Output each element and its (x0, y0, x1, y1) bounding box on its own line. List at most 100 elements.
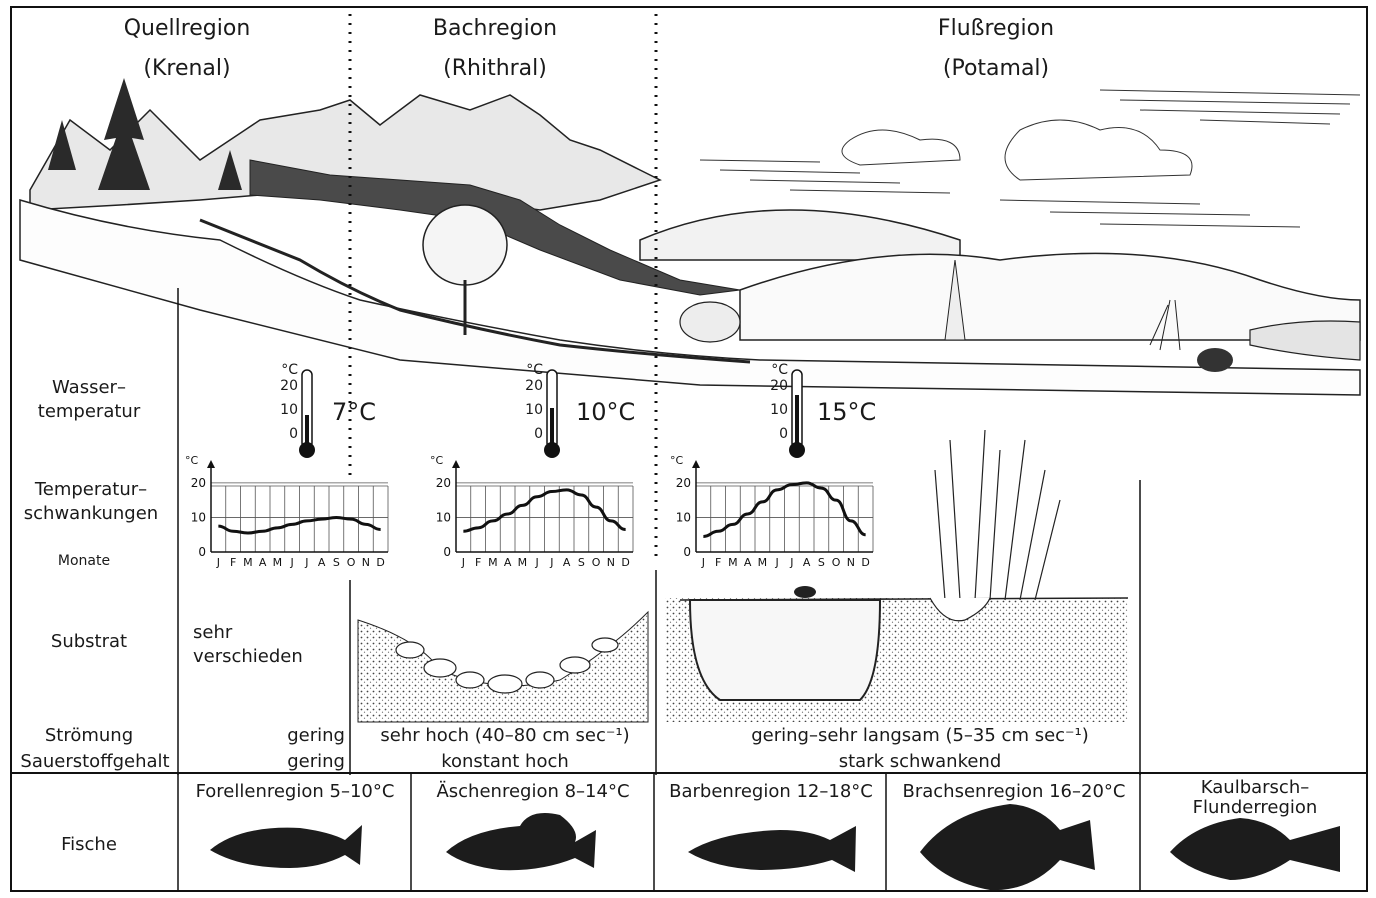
thermo-tick: 10 (523, 402, 543, 418)
thermo-unit: °C (278, 362, 298, 378)
duck-silhouette (794, 586, 816, 598)
x-tick-label: J (304, 556, 308, 569)
x-tick-label: F (230, 556, 236, 569)
current-krenal: gering (185, 723, 345, 748)
row-label-current: Strömung (14, 724, 164, 748)
reeds (935, 430, 1060, 600)
thermo-scale-1: °C 20 10 0 (278, 362, 298, 442)
thermo-tick: 20 (278, 378, 298, 394)
thermo-tick: 20 (768, 378, 788, 394)
y-tick-label: 10 (676, 510, 691, 524)
x-tick-label: O (592, 556, 601, 569)
y-tick-label: 20 (191, 476, 206, 490)
y-axis-unit: °C (670, 454, 684, 467)
thermometer-rhithral (544, 370, 560, 458)
thermometer-krenal (299, 370, 315, 458)
y-tick-label: 20 (436, 476, 451, 490)
water-temp-rhithral: 10°C (576, 398, 635, 426)
y-axis-arrow (207, 460, 215, 468)
x-tick-label: J (216, 556, 220, 569)
thermo-tick: 0 (278, 426, 298, 442)
x-tick-label: M (758, 556, 768, 569)
x-tick-label: A (563, 556, 571, 569)
x-tick-label: D (861, 556, 869, 569)
oxygen-krenal: gering (185, 749, 345, 774)
x-tick-label: D (621, 556, 629, 569)
x-tick-label: J (461, 556, 465, 569)
fish-region-forelle: Forellenregion 5–10°C (180, 782, 410, 802)
x-tick-label: M (273, 556, 283, 569)
row-label-temperature-fluctuation: Temperatur– schwankungen (12, 478, 170, 526)
substrate-text-krenal: sehr verschieden (193, 621, 303, 669)
fish-region-aesche: Äschenregion 8–14°C (413, 782, 653, 802)
x-tick-label: N (607, 556, 615, 569)
row-label-fish: Fische (14, 833, 164, 857)
x-tick-label: D (376, 556, 384, 569)
bush (680, 302, 740, 342)
thermo-unit: °C (523, 362, 543, 378)
y-axis-unit: °C (430, 454, 444, 467)
river-channel (690, 600, 880, 700)
fish-region-barbe: Barbenregion 12–18°C (656, 782, 886, 802)
y-axis-arrow (692, 460, 700, 468)
y-axis-arrow (452, 460, 460, 468)
hill-far (640, 210, 960, 260)
y-tick-label: 20 (676, 476, 691, 490)
bush-dark (1197, 348, 1233, 372)
x-tick-label: A (318, 556, 326, 569)
x-tick-label: N (362, 556, 370, 569)
y-tick-label: 0 (443, 545, 451, 559)
row-label-line: schwankungen (12, 502, 170, 526)
deciduous-tree (423, 205, 507, 285)
x-tick-label: J (549, 556, 553, 569)
y-tick-label: 10 (436, 510, 451, 524)
x-tick-label: N (847, 556, 855, 569)
current-rhithral: sehr hoch (40–80 cm sec⁻¹) (352, 723, 658, 748)
thermo-scale-3: °C 20 10 0 (768, 362, 788, 442)
cloud-hatching (700, 90, 1360, 227)
row-label-months: Monate (14, 553, 154, 569)
oxygen-rhithral: konstant hoch (352, 749, 658, 774)
thermo-tick: 10 (768, 402, 788, 418)
water-temp-potamal: 15°C (817, 398, 876, 426)
oxygen-potamal: stark schwankend (660, 749, 1180, 774)
thermo-tick: 0 (523, 426, 543, 442)
x-tick-label: O (347, 556, 356, 569)
row-label-line: Temperatur– (12, 478, 170, 502)
x-tick-label: A (744, 556, 752, 569)
stream-bed-substrate (358, 612, 648, 722)
x-tick-label: J (789, 556, 793, 569)
fish-region-brachsen: Brachsenregion 16–20°C (888, 782, 1140, 802)
x-tick-label: A (259, 556, 267, 569)
x-tick-label: M (518, 556, 528, 569)
row-label-substrate: Substrat (14, 630, 164, 654)
fish-region-kaulbarsch: Kaulbarsch– Flunderregion (1142, 778, 1368, 818)
x-tick-label: M (488, 556, 498, 569)
thermo-tick: 0 (768, 426, 788, 442)
thermometer-potamal (789, 370, 805, 458)
substrate-line: verschieden (193, 645, 303, 669)
x-tick-label: J (535, 556, 539, 569)
row-label-oxygen: Sauerstoffgehalt (12, 750, 178, 774)
x-tick-label: F (475, 556, 481, 569)
x-tick-label: M (728, 556, 738, 569)
x-tick-label: S (578, 556, 585, 569)
row-label-line: temperatur (14, 400, 164, 424)
x-tick-label: J (775, 556, 779, 569)
row-label-water-temperature: Wasser– temperatur (14, 376, 164, 424)
thermo-scale-2: °C 20 10 0 (523, 362, 543, 442)
thermo-tick: 20 (523, 378, 543, 394)
x-tick-label: J (701, 556, 705, 569)
substrate-line: sehr (193, 621, 303, 645)
x-tick-label: F (715, 556, 721, 569)
current-potamal: gering–sehr langsam (5–35 cm sec⁻¹) (660, 723, 1180, 748)
temp-chart-potamal: °C20100JFMAMJJASOND (668, 452, 883, 572)
fish-region-line: Kaulbarsch– (1142, 778, 1368, 798)
water-temp-krenal: 7°C (332, 398, 376, 426)
y-tick-label: 10 (191, 510, 206, 524)
y-axis-unit: °C (185, 454, 199, 467)
x-tick-label: J (290, 556, 294, 569)
y-tick-label: 0 (683, 545, 691, 559)
